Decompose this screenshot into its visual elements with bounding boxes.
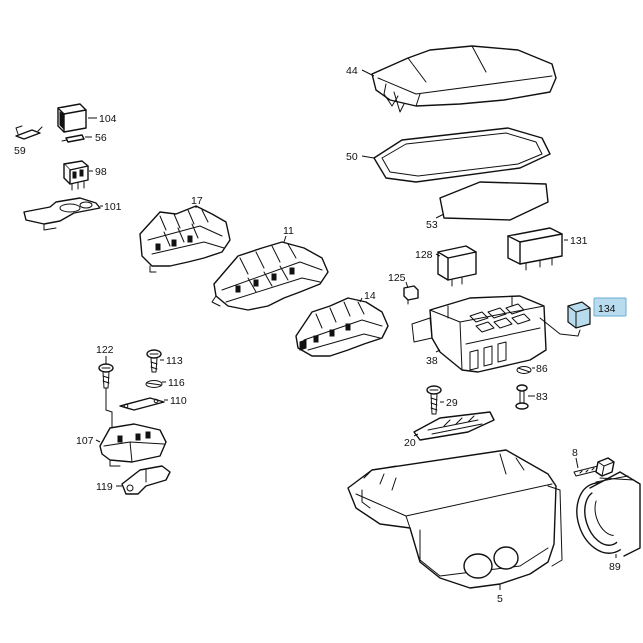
part-134-relay[interactable] <box>539 301 591 337</box>
part-83-bolt[interactable] <box>515 384 529 410</box>
callout-20[interactable]: 20 <box>404 437 416 449</box>
part-29-screw[interactable] <box>426 385 442 415</box>
leader-20 <box>413 433 419 437</box>
callout-17[interactable]: 17 <box>191 195 203 207</box>
callout-8[interactable]: 8 <box>572 447 578 459</box>
part-128-relay[interactable] <box>437 245 477 287</box>
part-11-fuse-block[interactable] <box>211 241 329 311</box>
callout-101[interactable]: 101 <box>104 201 122 213</box>
part-20-bracket[interactable] <box>413 411 495 441</box>
leader-53 <box>435 213 445 219</box>
part-98-connector[interactable] <box>63 160 89 191</box>
callout-5[interactable]: 5 <box>497 593 503 605</box>
callout-104[interactable]: 104 <box>99 113 117 125</box>
leader-8 <box>575 457 579 469</box>
callout-59[interactable]: 59 <box>14 145 26 157</box>
callout-134-highlight <box>593 297 627 317</box>
part-86-clip[interactable] <box>516 366 532 374</box>
part-122-screw[interactable] <box>98 363 114 389</box>
callout-125[interactable]: 125 <box>388 272 406 284</box>
callout-110[interactable]: 110 <box>170 395 187 407</box>
callout-131[interactable]: 131 <box>570 235 588 247</box>
part-89-grommet[interactable] <box>568 471 641 560</box>
part-116-washer[interactable] <box>145 380 163 388</box>
part-50-seal[interactable] <box>373 127 551 183</box>
callout-86[interactable]: 86 <box>536 363 548 375</box>
part-17-fuse-block[interactable] <box>139 205 231 273</box>
callout-89[interactable]: 89 <box>609 561 621 573</box>
part-5-lower-housing[interactable] <box>347 449 563 589</box>
callout-107[interactable]: 107 <box>76 435 94 447</box>
part-44-cover[interactable] <box>371 45 557 113</box>
part-53-plate[interactable] <box>439 181 549 221</box>
leader-14 <box>359 297 363 303</box>
callout-50[interactable]: 50 <box>346 151 358 163</box>
leader-122-to-107 <box>105 388 113 428</box>
leader-50 <box>361 155 375 159</box>
part-125-relay[interactable] <box>403 285 419 305</box>
part-38-fuse-box[interactable] <box>411 295 547 373</box>
callout-119[interactable]: 119 <box>96 481 113 493</box>
part-107-housing[interactable] <box>99 423 167 467</box>
callout-113[interactable]: 113 <box>166 355 183 367</box>
leader-38 <box>435 349 441 353</box>
callout-11[interactable]: 11 <box>283 225 294 237</box>
part-56-fuse[interactable] <box>61 134 85 143</box>
part-131-relay[interactable] <box>507 227 563 271</box>
part-101-bracket[interactable] <box>23 197 101 231</box>
callout-122[interactable]: 122 <box>96 344 114 356</box>
part-104-relay[interactable] <box>57 103 87 133</box>
leader-107 <box>95 439 101 443</box>
callout-14[interactable]: 14 <box>364 290 376 302</box>
callout-44[interactable]: 44 <box>346 65 358 77</box>
part-119-holder[interactable] <box>121 465 171 495</box>
leader-125 <box>405 281 409 289</box>
part-59-clip[interactable] <box>15 125 43 140</box>
callout-53[interactable]: 53 <box>426 219 438 231</box>
callout-29[interactable]: 29 <box>446 397 458 409</box>
callout-116[interactable]: 116 <box>168 377 185 389</box>
callout-38[interactable]: 38 <box>426 355 438 367</box>
part-8-bolt[interactable] <box>573 457 615 477</box>
callout-83[interactable]: 83 <box>536 391 548 403</box>
callout-56[interactable]: 56 <box>95 132 107 144</box>
part-113-screw[interactable] <box>146 349 162 373</box>
callout-134[interactable]: 134 <box>598 303 616 315</box>
callout-128[interactable]: 128 <box>415 249 433 261</box>
callout-98[interactable]: 98 <box>95 166 107 178</box>
leader-44 <box>361 69 375 77</box>
leader-128 <box>435 253 441 257</box>
leader-11 <box>283 235 287 243</box>
part-14-fuse-block[interactable] <box>295 297 389 357</box>
part-110-plate[interactable] <box>119 397 165 411</box>
